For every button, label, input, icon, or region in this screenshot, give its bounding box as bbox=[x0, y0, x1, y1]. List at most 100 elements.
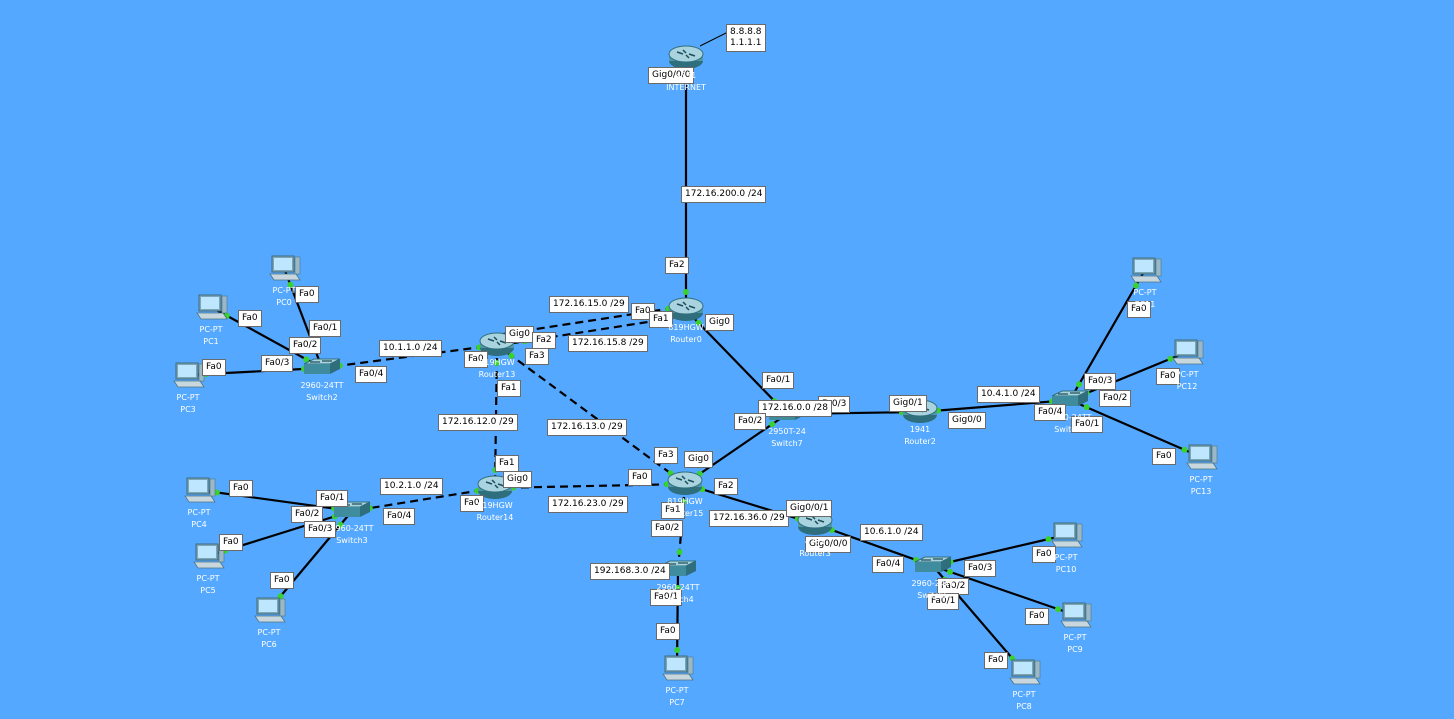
device-label-pc8: PC-PT PC8 bbox=[1012, 690, 1036, 711]
device-label-switch2: 2960-24TT Switch2 bbox=[300, 381, 344, 402]
interface-label: Fa0/4 bbox=[383, 508, 416, 525]
interface-label: 172.16.200.0 /24 bbox=[681, 186, 767, 203]
annotation-line bbox=[699, 31, 729, 47]
interface-label: 172.16.0.0 /28 bbox=[758, 400, 833, 417]
link-router0-switch7[interactable] bbox=[685, 309, 788, 415]
interface-label: 172.16.23.0 /29 bbox=[548, 496, 628, 513]
interface-label: Gig0 bbox=[505, 326, 534, 343]
interface-label: Fa0/3 bbox=[304, 521, 337, 538]
pc-icon[interactable] bbox=[269, 255, 301, 281]
pc-icon[interactable] bbox=[196, 294, 228, 320]
interface-label: Gig0/0/0 bbox=[648, 67, 695, 84]
device-label-router0: 819HGW Router0 bbox=[668, 323, 704, 344]
port-status-dot bbox=[1045, 536, 1052, 543]
switch-icon[interactable] bbox=[303, 358, 341, 374]
interface-label: Fa3 bbox=[525, 348, 549, 365]
device-label-pc6: PC-PT PC6 bbox=[257, 628, 281, 649]
interface-label: Fa0 bbox=[229, 480, 253, 497]
pc-icon[interactable] bbox=[1060, 602, 1092, 628]
link-router15-router3[interactable] bbox=[684, 482, 816, 526]
interface-label: Fa1 bbox=[495, 455, 519, 472]
interface-label: Fa2 bbox=[714, 478, 738, 495]
interface-label: Fa0 bbox=[984, 652, 1008, 669]
interface-label: Fa3 bbox=[654, 447, 678, 464]
router-icon[interactable] bbox=[667, 471, 703, 495]
device-label-pc11: PC-PT PC11 bbox=[1133, 288, 1157, 309]
pc-icon[interactable] bbox=[1130, 257, 1162, 283]
interface-label: 8.8.8.8 1.1.1.1 bbox=[726, 24, 766, 52]
port-status-dot bbox=[947, 568, 954, 575]
device-label-router3: 4331 Router3 bbox=[799, 537, 831, 558]
interface-label: Fa0/1 bbox=[762, 372, 795, 389]
interface-label: Fa0/2 bbox=[651, 520, 684, 537]
pc-icon[interactable] bbox=[1009, 659, 1041, 685]
pc-icon[interactable] bbox=[662, 655, 694, 681]
interface-label: 172.16.36.0 /29 bbox=[709, 510, 789, 527]
pc-icon[interactable] bbox=[1051, 522, 1083, 548]
interface-label: Fa0/4 bbox=[872, 556, 905, 573]
link-switch2-pc1[interactable] bbox=[210, 306, 323, 369]
device-label-switch4: 2960-24TT Switch4 bbox=[656, 583, 700, 604]
interface-label: 172.16.12.0 /29 bbox=[438, 414, 518, 431]
interface-label: Gig0/0/0 bbox=[805, 536, 852, 553]
device-label-pc10: PC-PT PC10 bbox=[1054, 553, 1078, 574]
device-label-router15: 819HGW Router15 bbox=[666, 497, 704, 518]
interface-label: Fa0/3 bbox=[1084, 373, 1117, 390]
interface-label: Fa0/2 bbox=[289, 337, 322, 354]
link-switch5-pc9[interactable] bbox=[932, 564, 1076, 617]
switch-icon[interactable] bbox=[914, 556, 952, 572]
link-switch6-pc12[interactable] bbox=[1069, 350, 1188, 402]
interface-label: Fa1 bbox=[497, 380, 521, 397]
device-label-pc0: PC-PT PC0 bbox=[272, 286, 296, 307]
interface-label: Fa0 bbox=[1127, 301, 1151, 318]
port-status-dot bbox=[1133, 282, 1140, 289]
port-status-dot bbox=[695, 319, 702, 326]
port-status-dot bbox=[683, 289, 689, 295]
interface-label: Fa0/3 bbox=[964, 560, 997, 577]
interface-label: 10.2.1.0 /24 bbox=[380, 478, 443, 495]
interface-label: Fa0/4 bbox=[355, 366, 388, 383]
interface-label: 172.16.15.8 /29 bbox=[568, 335, 648, 352]
interface-label: Fa0 bbox=[219, 534, 243, 551]
link-router2-switch6[interactable] bbox=[919, 398, 1071, 414]
port-status-dot bbox=[769, 421, 776, 428]
interface-label: 172.16.13.0 /29 bbox=[547, 419, 627, 436]
pc-icon[interactable] bbox=[184, 477, 216, 503]
link-switch3-pc4[interactable] bbox=[198, 488, 353, 513]
link-switch6-pc13[interactable] bbox=[1069, 398, 1202, 459]
link-switch5-pc10[interactable] bbox=[932, 533, 1067, 568]
device-label-switch6: 2960-24TT Switch6 bbox=[1048, 413, 1092, 434]
device-label-pc3: PC-PT PC3 bbox=[176, 393, 200, 414]
pc-icon[interactable] bbox=[173, 362, 205, 388]
pc-icon[interactable] bbox=[1186, 444, 1218, 470]
switch-icon[interactable] bbox=[1051, 390, 1089, 406]
interface-label: Fa0 bbox=[464, 351, 488, 368]
interface-label: Fa0 bbox=[460, 495, 484, 512]
interface-label: Fa1 bbox=[661, 502, 685, 519]
interface-label: 10.6.1.0 /24 bbox=[860, 524, 923, 541]
port-status-dot bbox=[1181, 446, 1188, 453]
interface-label: Fa0/1 bbox=[927, 593, 960, 610]
pc-icon[interactable] bbox=[1172, 339, 1204, 365]
router-icon[interactable] bbox=[668, 45, 704, 69]
link-switch3-pc6[interactable] bbox=[268, 510, 353, 611]
link-router14-switch3[interactable] bbox=[351, 486, 496, 513]
port-status-dot bbox=[1054, 606, 1061, 613]
device-label-router13: 819HGW Router13 bbox=[478, 358, 516, 379]
router-icon[interactable] bbox=[668, 297, 704, 321]
interface-label: Fa0/1 bbox=[1071, 416, 1104, 433]
device-label-pc13: PC-PT PC13 bbox=[1189, 475, 1213, 496]
interface-label: Fa0/1 bbox=[316, 490, 349, 507]
port-status-dot bbox=[337, 521, 344, 528]
interface-label: Gig0/1 bbox=[889, 395, 927, 412]
port-status-dot bbox=[1167, 355, 1174, 362]
link-router13-switch2[interactable] bbox=[321, 343, 498, 370]
interface-label: Fa2 bbox=[665, 257, 689, 274]
device-label-pc7: PC-PT PC7 bbox=[665, 686, 689, 707]
interface-label: Fa0/1 bbox=[309, 320, 342, 337]
pc-icon[interactable] bbox=[254, 597, 286, 623]
link-switch6-pc11[interactable] bbox=[1069, 269, 1146, 401]
pc-icon[interactable] bbox=[193, 543, 225, 569]
device-label-pc4: PC-PT PC4 bbox=[187, 508, 211, 529]
